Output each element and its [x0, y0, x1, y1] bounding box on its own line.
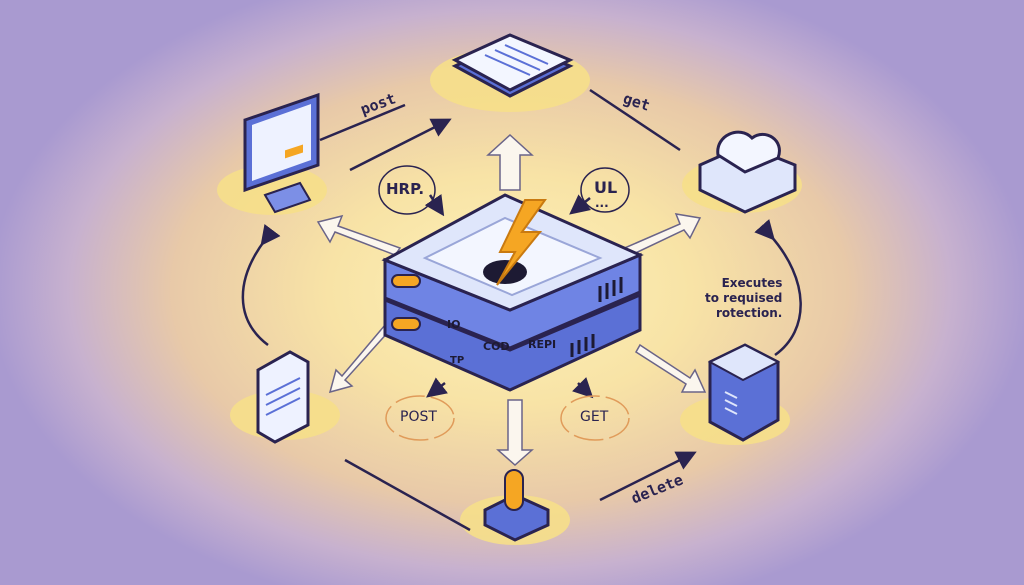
- joystick-node-icon: [483, 469, 550, 542]
- server-label-tp: TP: [450, 355, 465, 366]
- connector-lines: [241, 88, 802, 532]
- label-ul-dots: ...: [595, 196, 609, 210]
- note-line-3: rotection.: [715, 306, 783, 320]
- cloud-node-icon: [698, 130, 797, 214]
- note-executes: Executes to requised rotection.: [705, 276, 782, 321]
- document-node-icon: [451, 33, 574, 98]
- server-label-cod: COD: [483, 340, 510, 353]
- label-callouts: [378, 165, 630, 441]
- storage-node-icon: [707, 343, 781, 442]
- server-icon: [381, 193, 644, 392]
- label-hrp: HRP.: [386, 180, 425, 198]
- monitor-node-icon: [243, 92, 320, 214]
- server-label-repi: REPI: [528, 338, 557, 351]
- note-line-1: Executes: [721, 276, 783, 290]
- file-node-icon: [256, 350, 310, 444]
- note-line-2: to requised: [705, 291, 783, 305]
- label-ul: UL: [594, 178, 618, 197]
- label-get-bottom: GET: [580, 409, 609, 425]
- label-post-bottom: POST: [400, 409, 437, 425]
- server-label-io: IO: [447, 318, 461, 331]
- data-flow-arrows: [316, 133, 707, 467]
